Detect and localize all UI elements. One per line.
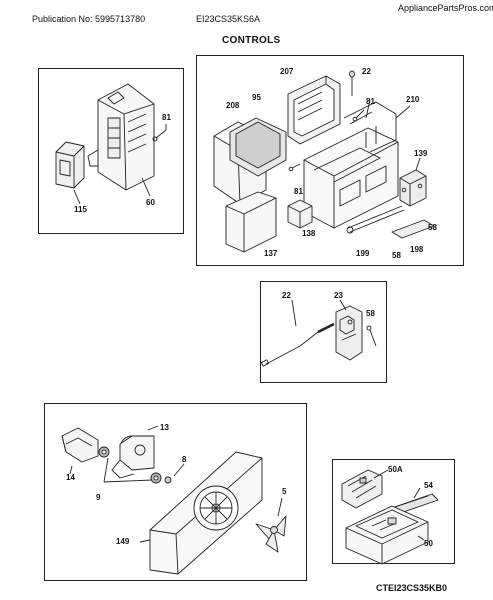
watermark: AppliancePartsPros.com (398, 3, 493, 13)
part-50-tray (345, 505, 429, 565)
part-210-housing (303, 101, 399, 229)
part-22-sensor-small (349, 70, 355, 96)
callouts-panel-2: 207 22 208 95 81 210 139 81 138 137 199 … (226, 67, 437, 260)
part-137-cover (225, 191, 277, 253)
callout-22: 22 (282, 291, 291, 300)
part-9-grommets (98, 446, 162, 484)
part-60-housing (87, 83, 155, 191)
callouts-panel-5: 50A 54 50 (388, 465, 433, 548)
diagram-code: CTEI23CS35KB0 (376, 583, 448, 593)
part-138-bracket (287, 199, 313, 229)
callout-58: 58 (366, 309, 375, 318)
part-198-clip (391, 219, 435, 239)
part-14-bracket (61, 427, 99, 463)
callout-81: 81 (294, 187, 303, 196)
part-81-screw-b (288, 109, 365, 172)
callout-50A: 50A (388, 465, 403, 474)
callouts-panel-4: 13 14 8 9 5 149 (66, 423, 287, 546)
part-207-frame (287, 75, 341, 145)
panel-control-assembly (196, 55, 464, 266)
callout-139: 139 (414, 149, 428, 158)
callout-58: 58 (428, 223, 437, 232)
panel-fan (44, 403, 307, 581)
callout-13: 13 (160, 423, 169, 432)
callout-210: 210 (406, 95, 420, 104)
callout-198: 198 (410, 245, 424, 254)
part-95-panel (229, 117, 287, 177)
callout-81: 81 (162, 113, 171, 122)
part-23-board (335, 305, 363, 361)
part-13-motor (111, 435, 155, 479)
callout-54: 54 (424, 481, 433, 490)
panel-housing (38, 68, 184, 234)
callout-23: 23 (334, 291, 343, 300)
callout-60: 60 (146, 198, 155, 207)
panel-sensor (260, 281, 387, 383)
part-139-block (399, 169, 427, 207)
section-title: CONTROLS (222, 35, 281, 46)
part-81-screw-a (152, 129, 167, 142)
part-199-rod (346, 205, 405, 234)
callout-58: 58 (392, 251, 401, 260)
callout-199: 199 (356, 249, 370, 258)
panel-control-board (332, 459, 455, 564)
callout-149: 149 (116, 537, 130, 546)
part-58-screw (366, 325, 377, 347)
part-149-shroud (149, 451, 263, 575)
callout-9: 9 (96, 493, 101, 502)
callout-14: 14 (66, 473, 75, 482)
callout-137: 137 (264, 249, 278, 258)
callout-95: 95 (252, 93, 261, 102)
callout-81: 81 (366, 97, 375, 106)
part-115-module (55, 141, 85, 189)
part-5-fan-blade (255, 515, 287, 553)
callout-207: 207 (280, 67, 294, 76)
callout-22: 22 (362, 67, 371, 76)
part-22-sensor-cable (260, 322, 335, 367)
model-number: EI23CS35KS6A (196, 14, 261, 24)
callout-138: 138 (302, 229, 316, 238)
callout-5: 5 (282, 487, 287, 496)
part-50A-board (341, 469, 383, 509)
callout-8: 8 (182, 455, 187, 464)
part-8-nut (164, 476, 172, 484)
callout-208: 208 (226, 101, 240, 110)
callout-50: 50 (424, 539, 433, 548)
publication-number: Publication No: 5995713780 (32, 14, 146, 24)
callouts-panel-1: 81 115 60 (74, 113, 171, 214)
callout-115: 115 (74, 205, 87, 214)
callouts-panel-3: 22 23 58 (282, 291, 375, 318)
